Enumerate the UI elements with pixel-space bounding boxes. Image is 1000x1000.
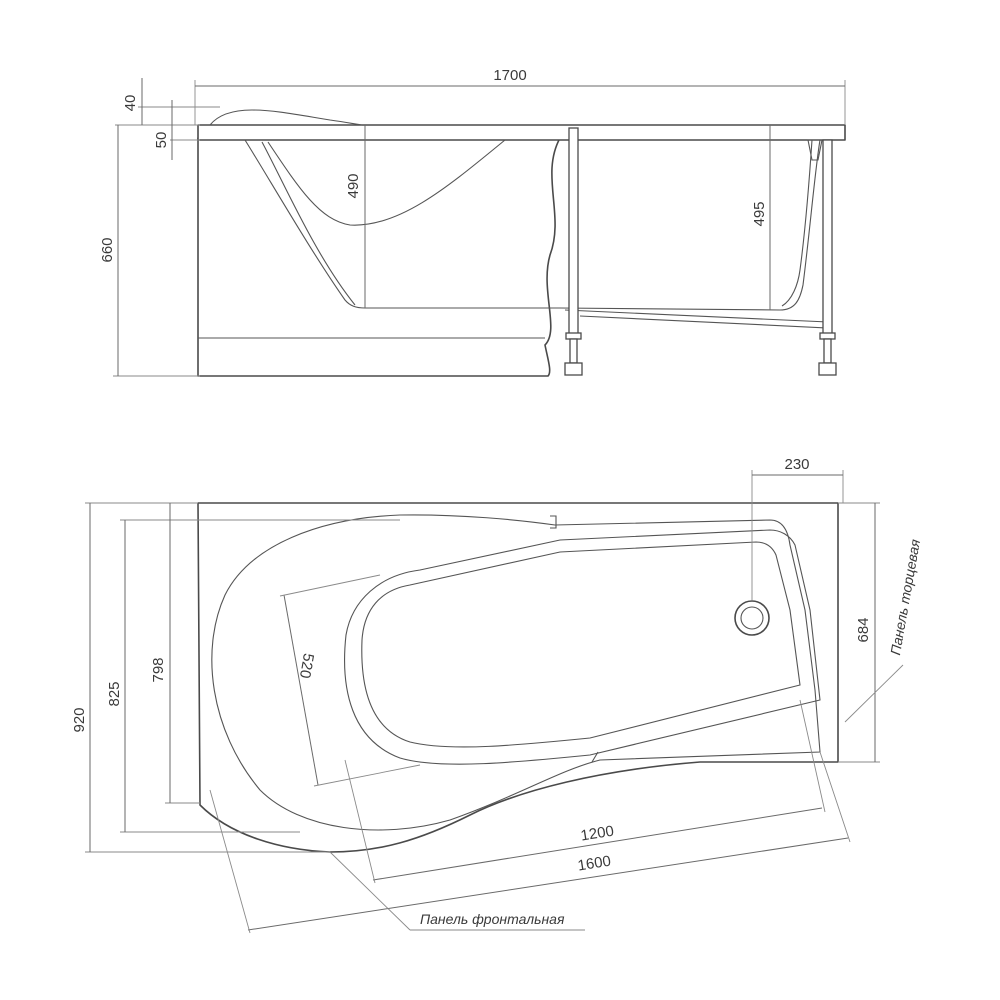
side-seat-curve (267, 139, 506, 226)
dim-length: 1700 (194, 67, 846, 125)
top-basin-outer (344, 529, 821, 765)
dim-drain-offset-label: 230 (784, 456, 809, 473)
drain-icon (734, 600, 770, 636)
dim-depth-left: 490 (345, 125, 366, 308)
side-headrest (209, 109, 363, 126)
top-outer-rim (197, 502, 839, 853)
dim-depth-left-label: 490 (345, 173, 362, 198)
dim-inner-length: 1200 (344, 699, 826, 884)
side-view: 1700 40 50 660 490 495 (99, 67, 846, 377)
dim-rim-top-label: 40 (122, 95, 139, 112)
dim-inner-width: 520 (279, 574, 421, 787)
dim-side-825-label: 825 (106, 681, 123, 706)
dim-width-label: 920 (71, 707, 88, 732)
dim-length-label: 1700 (493, 67, 526, 84)
dim-drain-offset: 230 (751, 456, 844, 600)
dim-depth-right: 495 (751, 125, 771, 310)
dim-width: 920 (71, 502, 330, 853)
dim-height-label: 660 (99, 237, 116, 262)
side-basin-profile-left (244, 139, 560, 309)
side-frame-rail (564, 309, 829, 329)
dim-outer-length: 1600 (209, 751, 851, 934)
side-legs (564, 127, 837, 376)
dim-inner-width-label: 520 (296, 652, 317, 680)
dim-end-width-label: 684 (855, 617, 872, 642)
top-basin-inner (361, 541, 801, 748)
dim-height: 660 (99, 125, 200, 377)
front-panel-label: Панель фронтальная (420, 911, 565, 927)
side-basin-profile-left-inner (261, 141, 356, 306)
dim-depth-right-label: 495 (751, 201, 768, 226)
end-panel-label: Панель торцевая (887, 538, 923, 657)
dim-rim: 40 50 (115, 78, 220, 160)
dim-rim-label: 50 (153, 132, 170, 149)
side-rim (197, 124, 846, 141)
top-view: 920 825 798 520 230 (71, 456, 923, 934)
dim-side-798-label: 798 (150, 657, 167, 682)
dim-outer-length-label: 1600 (576, 853, 612, 875)
side-apron (197, 137, 561, 377)
dim-side-825: 825 (106, 519, 400, 833)
dim-end-width: 684 (838, 502, 880, 763)
side-basin-profile-right-inner (781, 139, 813, 307)
top-rim-notch (550, 515, 557, 529)
side-basin-profile-right (559, 139, 821, 311)
top-inner-rim (211, 514, 821, 831)
dim-inner-length-label: 1200 (579, 823, 615, 845)
front-panel-callout: Панель фронтальная (329, 851, 585, 931)
dim-side-798: 798 (150, 503, 200, 804)
